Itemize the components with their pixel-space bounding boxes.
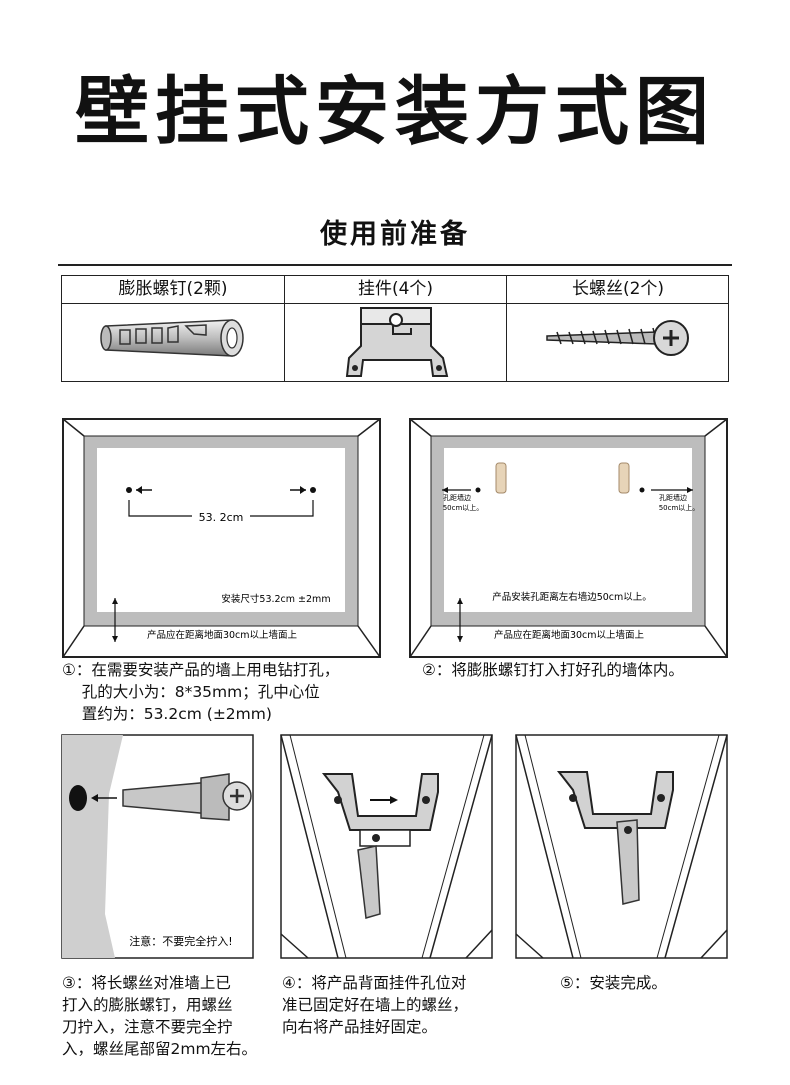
step-4-text: ④：将产品背面挂件孔位对 准已固定好在墙上的螺丝， 向右将产品挂好固定。 <box>282 972 512 1038</box>
part-expansion-anchor: 膨胀螺钉(2颗) <box>62 276 285 381</box>
wall-hole <box>69 785 87 811</box>
anchor-left <box>495 462 507 494</box>
warning-note: 注意：不要完全拧入! <box>129 934 232 948</box>
hang-product-diagram <box>280 734 493 959</box>
hanger-bracket-icon <box>345 307 449 377</box>
step-line: ③：将长螺丝对准墙上已 <box>62 974 231 992</box>
floor-note: 产品应在距离地面30cm以上墙面上 <box>494 629 645 641</box>
anchor-insert-diagram: 孔距墙边 50cm以上。 孔距墙边 50cm以上。 产品安装孔距离左右墙边50c… <box>409 418 728 658</box>
step-line: 打入的膨胀螺钉，用螺丝 <box>62 996 233 1014</box>
distance-label: 53. 2cm <box>199 511 244 524</box>
part-long-screw: 长螺丝(2个) <box>507 276 729 381</box>
section-title: 使用前准备 <box>320 219 470 250</box>
divider <box>58 264 732 266</box>
step-1-text: ①：在需要安装产品的墙上用电钻打孔， 孔的大小为：8*35mm；孔中心位 置约为… <box>62 659 402 725</box>
step-5-text: ⑤：安装完成。 <box>560 972 740 994</box>
expansion-anchor-icon <box>100 319 244 357</box>
step-line: ④：将产品背面挂件孔位对 <box>282 974 467 992</box>
installed-diagram <box>515 734 728 959</box>
step-line: 向右将产品挂好固定。 <box>282 1018 438 1036</box>
step-line: 入，螺丝尾部留2mm左右。 <box>62 1040 258 1058</box>
parts-table: 膨胀螺钉(2颗) 挂件(4个) 长螺丝(2个) <box>61 275 729 382</box>
screw-insert-diagram: 注意：不要完全拧入! <box>61 734 254 959</box>
right-hole-label: 孔距墙边 <box>659 493 687 502</box>
size-note: 安装尺寸53.2cm ±2mm <box>221 593 330 605</box>
right-hole-sub: 50cm以上。 <box>659 503 700 512</box>
step-line: 置约为：53.2cm (±2mm) <box>62 705 272 723</box>
part-label: 膨胀螺钉(2颗) <box>62 276 284 304</box>
wall-drill-diagram: 53. 2cm 安装尺寸53.2cm ±2mm 产品应在距离地面30cm以上墙面… <box>62 418 381 658</box>
part-hanger: 挂件(4个) <box>285 276 507 381</box>
hole-note: 产品安装孔距离左右墙边50cm以上。 <box>492 591 652 603</box>
floor-note: 产品应在距离地面30cm以上墙面上 <box>147 629 298 641</box>
step-3-text: ③：将长螺丝对准墙上已 打入的膨胀螺钉，用螺丝 刀拧入，注意不要完全拧 入，螺丝… <box>62 972 272 1060</box>
drill-hole-right <box>310 487 316 493</box>
part-label: 长螺丝(2个) <box>507 276 729 304</box>
part-label: 挂件(4个) <box>285 276 506 304</box>
anchor-right <box>618 462 630 494</box>
step-line: 准已固定好在墙上的螺丝， <box>282 996 469 1014</box>
drill-hole-left <box>126 487 132 493</box>
step-line: 孔的大小为：8*35mm；孔中心位 <box>62 683 320 701</box>
step-line: 刀拧入，注意不要完全拧 <box>62 1018 233 1036</box>
step-line: ②：将膨胀螺钉打入打好孔的墙体内。 <box>422 661 684 679</box>
long-screw-icon <box>546 320 689 356</box>
step-2-text: ②：将膨胀螺钉打入打好孔的墙体内。 <box>422 659 762 681</box>
step-line: ⑤：安装完成。 <box>560 974 667 992</box>
left-hole-label: 孔距墙边 <box>443 493 471 502</box>
left-hole-sub: 50cm以上。 <box>443 503 484 512</box>
step-line: ①：在需要安装产品的墙上用电钻打孔， <box>62 661 340 679</box>
page-title: 壁挂式安装方式图 <box>75 69 715 155</box>
